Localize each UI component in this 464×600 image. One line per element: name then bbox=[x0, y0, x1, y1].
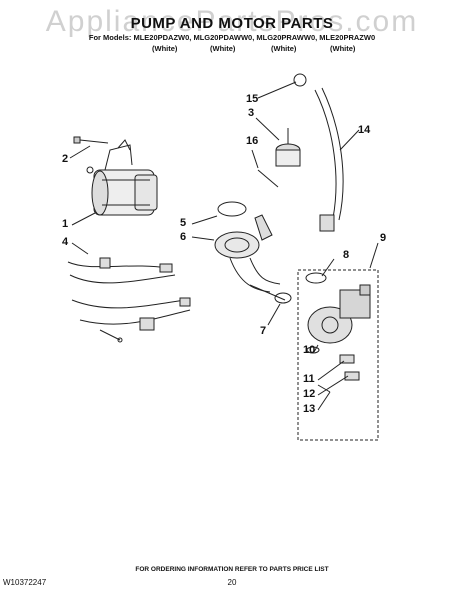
callout-9: 9 bbox=[380, 232, 387, 244]
hose-clamp-drawing bbox=[293, 73, 307, 87]
ordering-note: FOR ORDERING INFORMATION REFER TO PARTS … bbox=[135, 566, 329, 573]
callout-4: 4 bbox=[62, 236, 69, 248]
finish-label-3: (White) bbox=[271, 44, 297, 53]
callout-7: 7 bbox=[260, 325, 267, 337]
finish-label-1: (White) bbox=[152, 44, 178, 53]
pump-hardware-drawing bbox=[306, 346, 360, 393]
motor-drawing bbox=[86, 139, 158, 216]
watermark: AppliancePartsPros.com bbox=[45, 5, 419, 38]
motor-bolt-drawing bbox=[73, 136, 109, 144]
clamp-drawing bbox=[217, 201, 247, 217]
callout-10: 10 bbox=[303, 344, 316, 356]
finish-label-2: (White) bbox=[210, 44, 236, 53]
pressure-switch-drawing bbox=[275, 128, 301, 167]
air-hose-drawing bbox=[314, 87, 344, 232]
callout-11: 11 bbox=[303, 373, 315, 385]
callout-12: 12 bbox=[303, 388, 316, 400]
page-title: PUMP AND MOTOR PARTS bbox=[130, 15, 334, 32]
callout-15: 15 bbox=[246, 93, 259, 105]
callout-5: 5 bbox=[180, 217, 187, 229]
drain-hose-drawing bbox=[214, 214, 286, 301]
callout-16: 16 bbox=[246, 135, 259, 147]
screw-drawing bbox=[257, 169, 279, 188]
callout-3: 3 bbox=[248, 107, 255, 119]
o-ring-drawing bbox=[274, 292, 292, 304]
callout-6: 6 bbox=[180, 231, 187, 243]
wire-harness-drawing bbox=[67, 257, 191, 343]
drain-pump-drawing bbox=[297, 269, 379, 441]
leader-lines bbox=[69, 81, 379, 411]
finish-label-4: (White) bbox=[330, 44, 356, 53]
callout-1: 1 bbox=[62, 218, 69, 230]
callout-14: 14 bbox=[358, 124, 371, 136]
gasket-drawing bbox=[305, 272, 327, 284]
document-number: W10372247 bbox=[3, 578, 47, 587]
page-number: 20 bbox=[227, 578, 237, 587]
model-list: For Models: MLE20PDAZW0, MLG20PDAWW0, ML… bbox=[88, 33, 376, 42]
callout-8: 8 bbox=[343, 249, 350, 261]
callout-13: 13 bbox=[303, 403, 316, 415]
callout-2: 2 bbox=[62, 153, 69, 165]
